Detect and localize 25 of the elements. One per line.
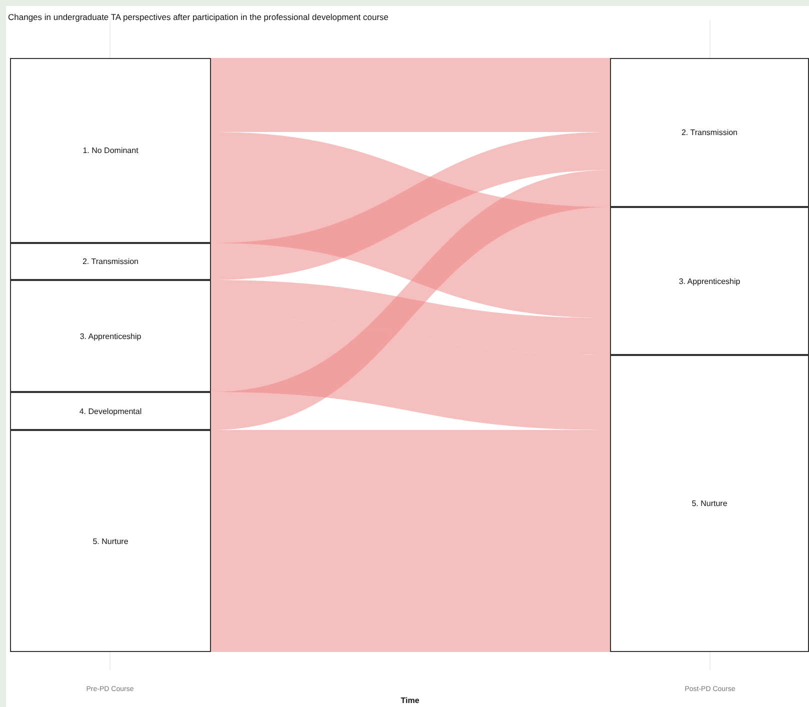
- category-label: 5. Nurture: [692, 499, 728, 508]
- category-box: [610, 207, 809, 355]
- category-box: [10, 392, 211, 430]
- category-box: [10, 280, 211, 392]
- category-box: [10, 58, 211, 243]
- category-label: 2. Transmission: [82, 257, 139, 266]
- flow-ribbon: [211, 317, 610, 430]
- category-label: 3. Apprenticeship: [80, 332, 142, 340]
- category-box: [610, 355, 809, 652]
- flow-ribbon: [211, 132, 610, 280]
- flow-ribbon: [211, 170, 610, 430]
- category-label: 1. No Dominant: [82, 146, 138, 155]
- axis-title: Time: [400, 696, 420, 705]
- category-box: [10, 430, 211, 652]
- category-box: [610, 58, 809, 207]
- chart-title: Changes in undergraduate TA perspectives after participation in the professional development course: [8, 12, 389, 22]
- flow-ribbon: [211, 430, 610, 652]
- flow-ribbon: [211, 58, 610, 132]
- category-label: 2. Transmission: [681, 128, 738, 137]
- category-label: 5. Nurture: [92, 536, 128, 546]
- flow-ribbon: [211, 132, 610, 318]
- category-label: 4. Developmental: [79, 406, 142, 416]
- category-box: [10, 243, 211, 280]
- flow-ribbon: [211, 280, 610, 355]
- category-label: 3. Apprenticeship: [678, 276, 740, 286]
